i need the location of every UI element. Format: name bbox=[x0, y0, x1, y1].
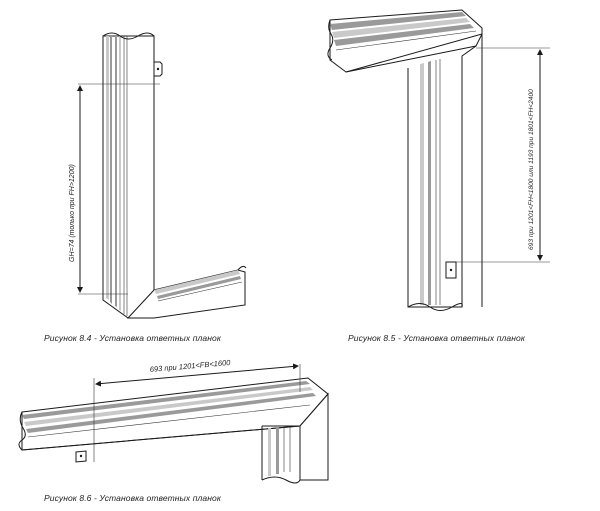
figure-8-5-drawing: 693 при 1201<FH<1800 или 1193 при 1801<F… bbox=[327, 9, 550, 311]
figure-8-4-caption: Рисунок 8.4 - Установка ответных планок bbox=[44, 333, 221, 343]
figure-8-5-dimension: 693 при 1201<FH<1800 или 1193 при 1801<F… bbox=[528, 89, 535, 250]
figure-8-4-dimension: GH=74 (только при FH>1200) bbox=[69, 164, 76, 262]
figure-8-5-caption: Рисунок 8.5 - Установка ответных планок bbox=[348, 333, 525, 343]
figure-8-6-drawing: 693 при 1201<FB<1600 bbox=[18, 358, 329, 484]
figure-8-6-caption: Рисунок 8.6 - Установка ответных планок bbox=[44, 493, 221, 503]
figure-8-4-drawing: GH=74 (только при FH>1200) bbox=[69, 32, 247, 319]
figure-8-6-dimension: 693 при 1201<FB<1600 bbox=[149, 358, 231, 374]
